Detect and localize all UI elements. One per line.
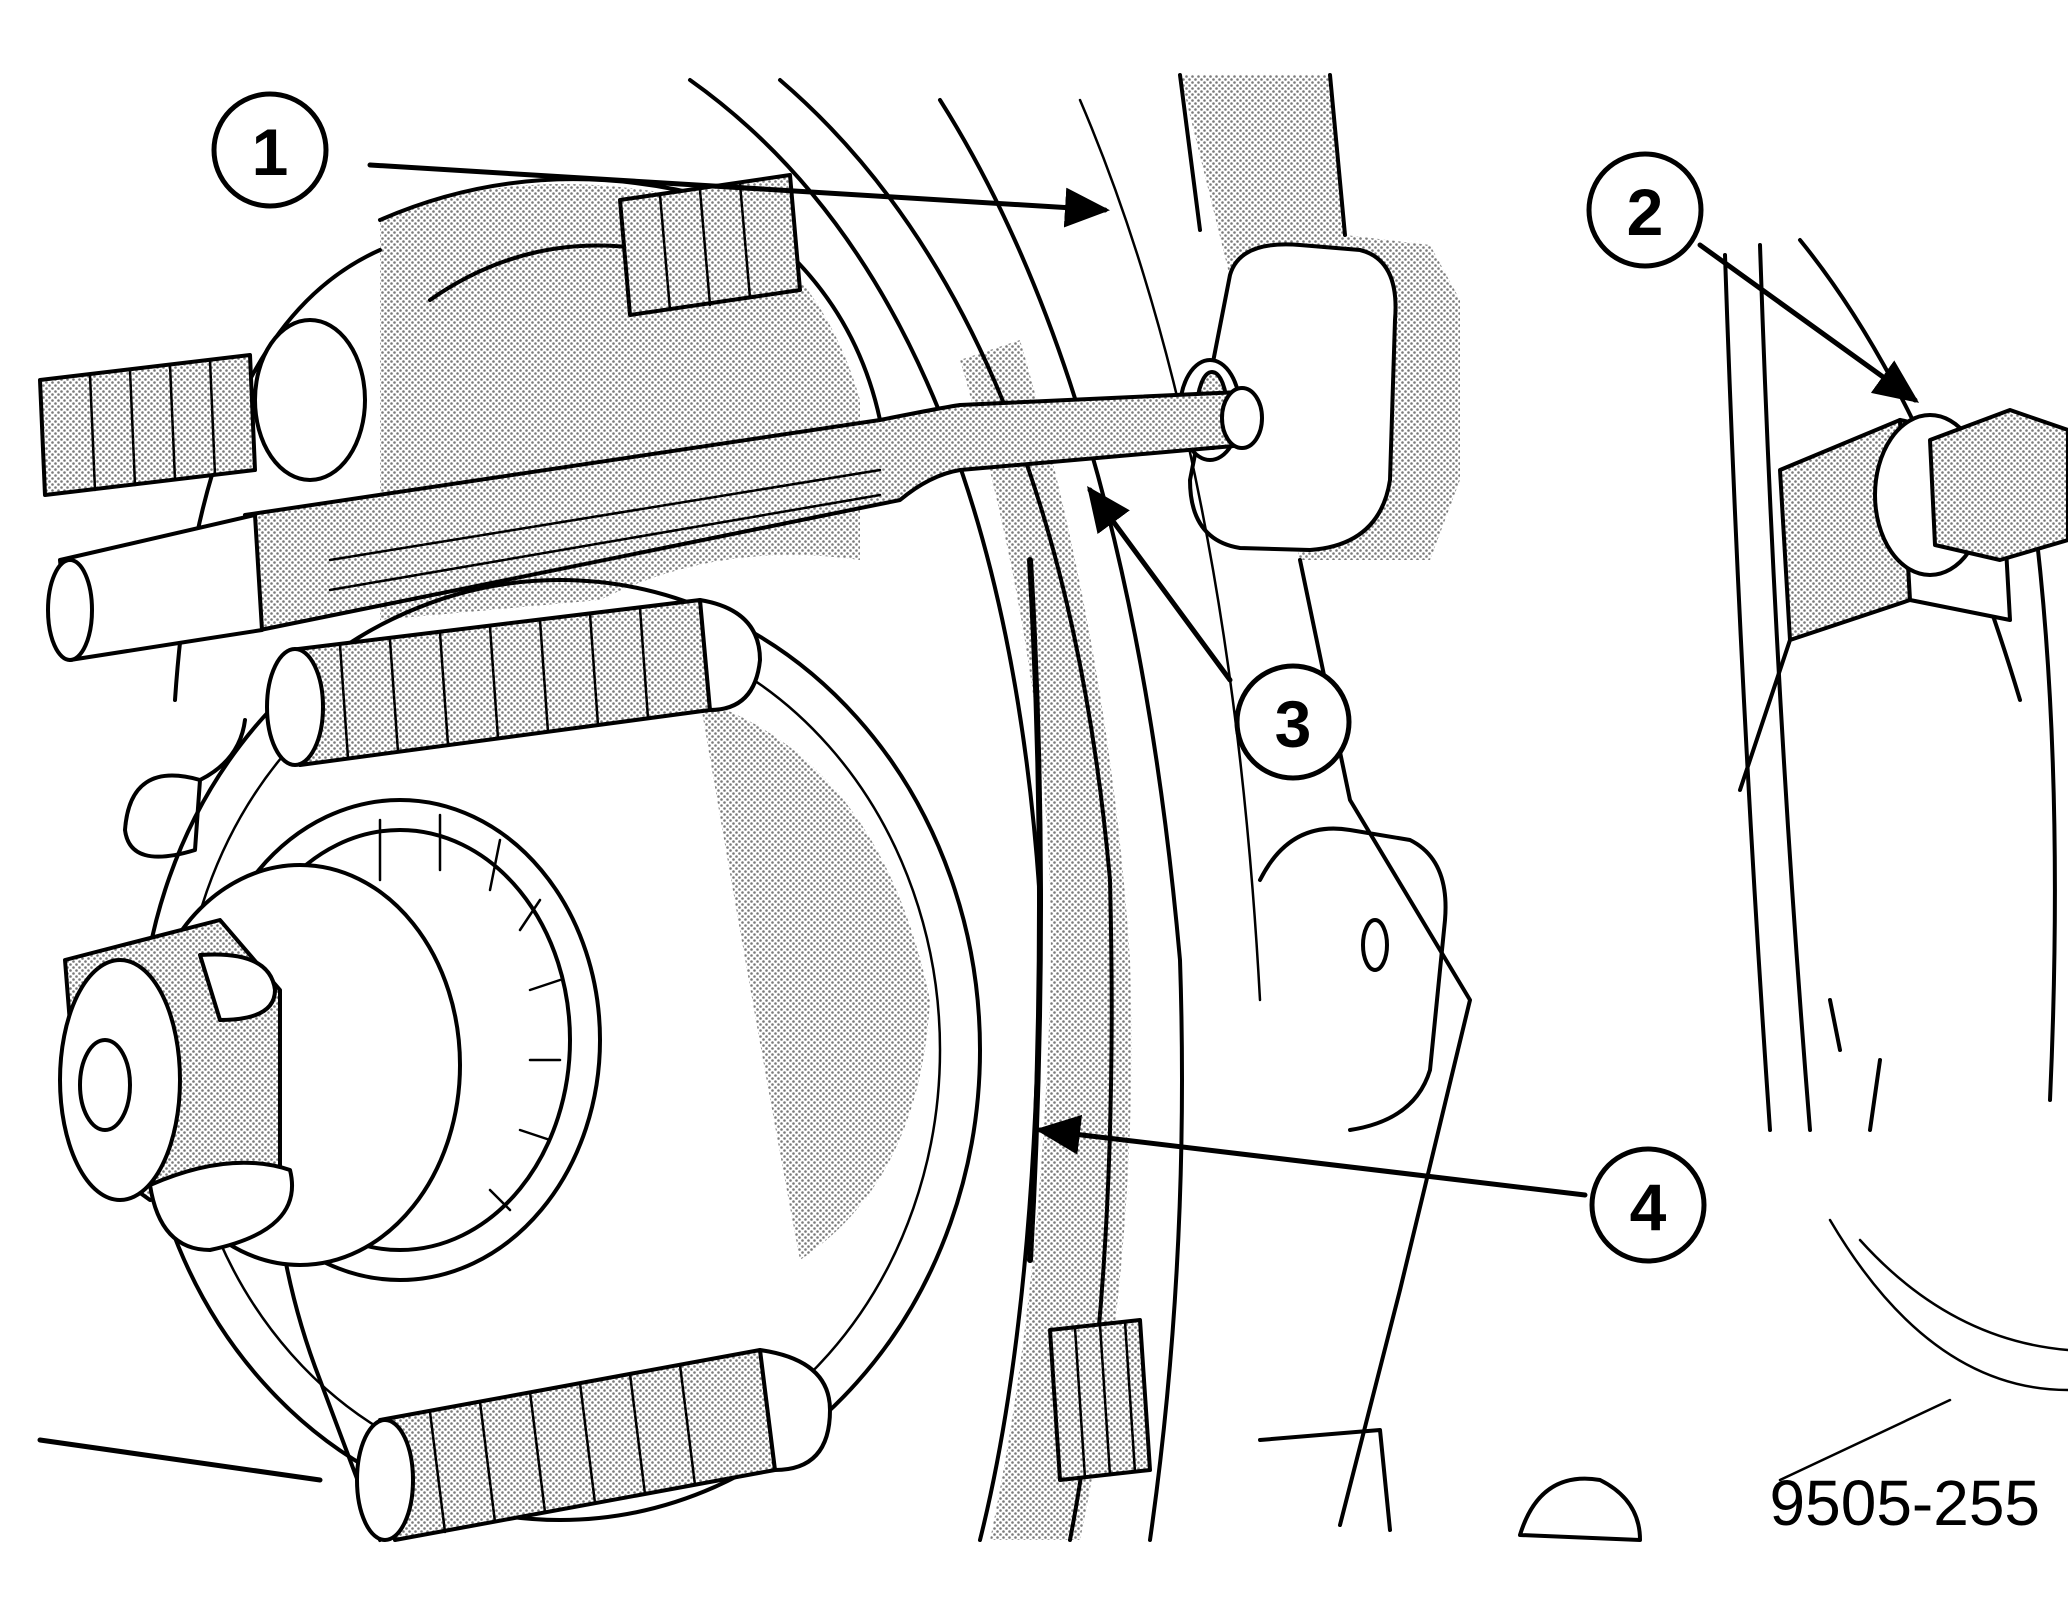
caliper-adapter-bracket xyxy=(1178,73,1472,1532)
callout-2: 2 xyxy=(1586,151,1704,269)
callout-3: 3 xyxy=(1234,663,1352,781)
callout-3-label: 3 xyxy=(1275,687,1312,761)
wheel-stud-upper-left xyxy=(38,318,367,497)
wheel-stud-lower-right xyxy=(1048,1318,1152,1482)
hub-nut-retainer xyxy=(58,718,602,1282)
callout-1-label: 1 xyxy=(252,115,289,189)
caliper-bolt-detail xyxy=(1518,238,2068,1542)
callout-2-label: 2 xyxy=(1627,175,1664,249)
wheel-stud-middle xyxy=(265,598,762,767)
figure-code: 9505-255 xyxy=(1770,1467,2040,1539)
wheel-stud-lower xyxy=(355,1348,832,1542)
leader-lines xyxy=(37,162,1920,1483)
pry-tool xyxy=(46,386,1264,662)
callout-4-label: 4 xyxy=(1630,1170,1667,1244)
callout-1: 1 xyxy=(211,91,329,209)
wheel-stud-upper-center xyxy=(618,173,802,317)
callout-4: 4 xyxy=(1589,1146,1707,1264)
